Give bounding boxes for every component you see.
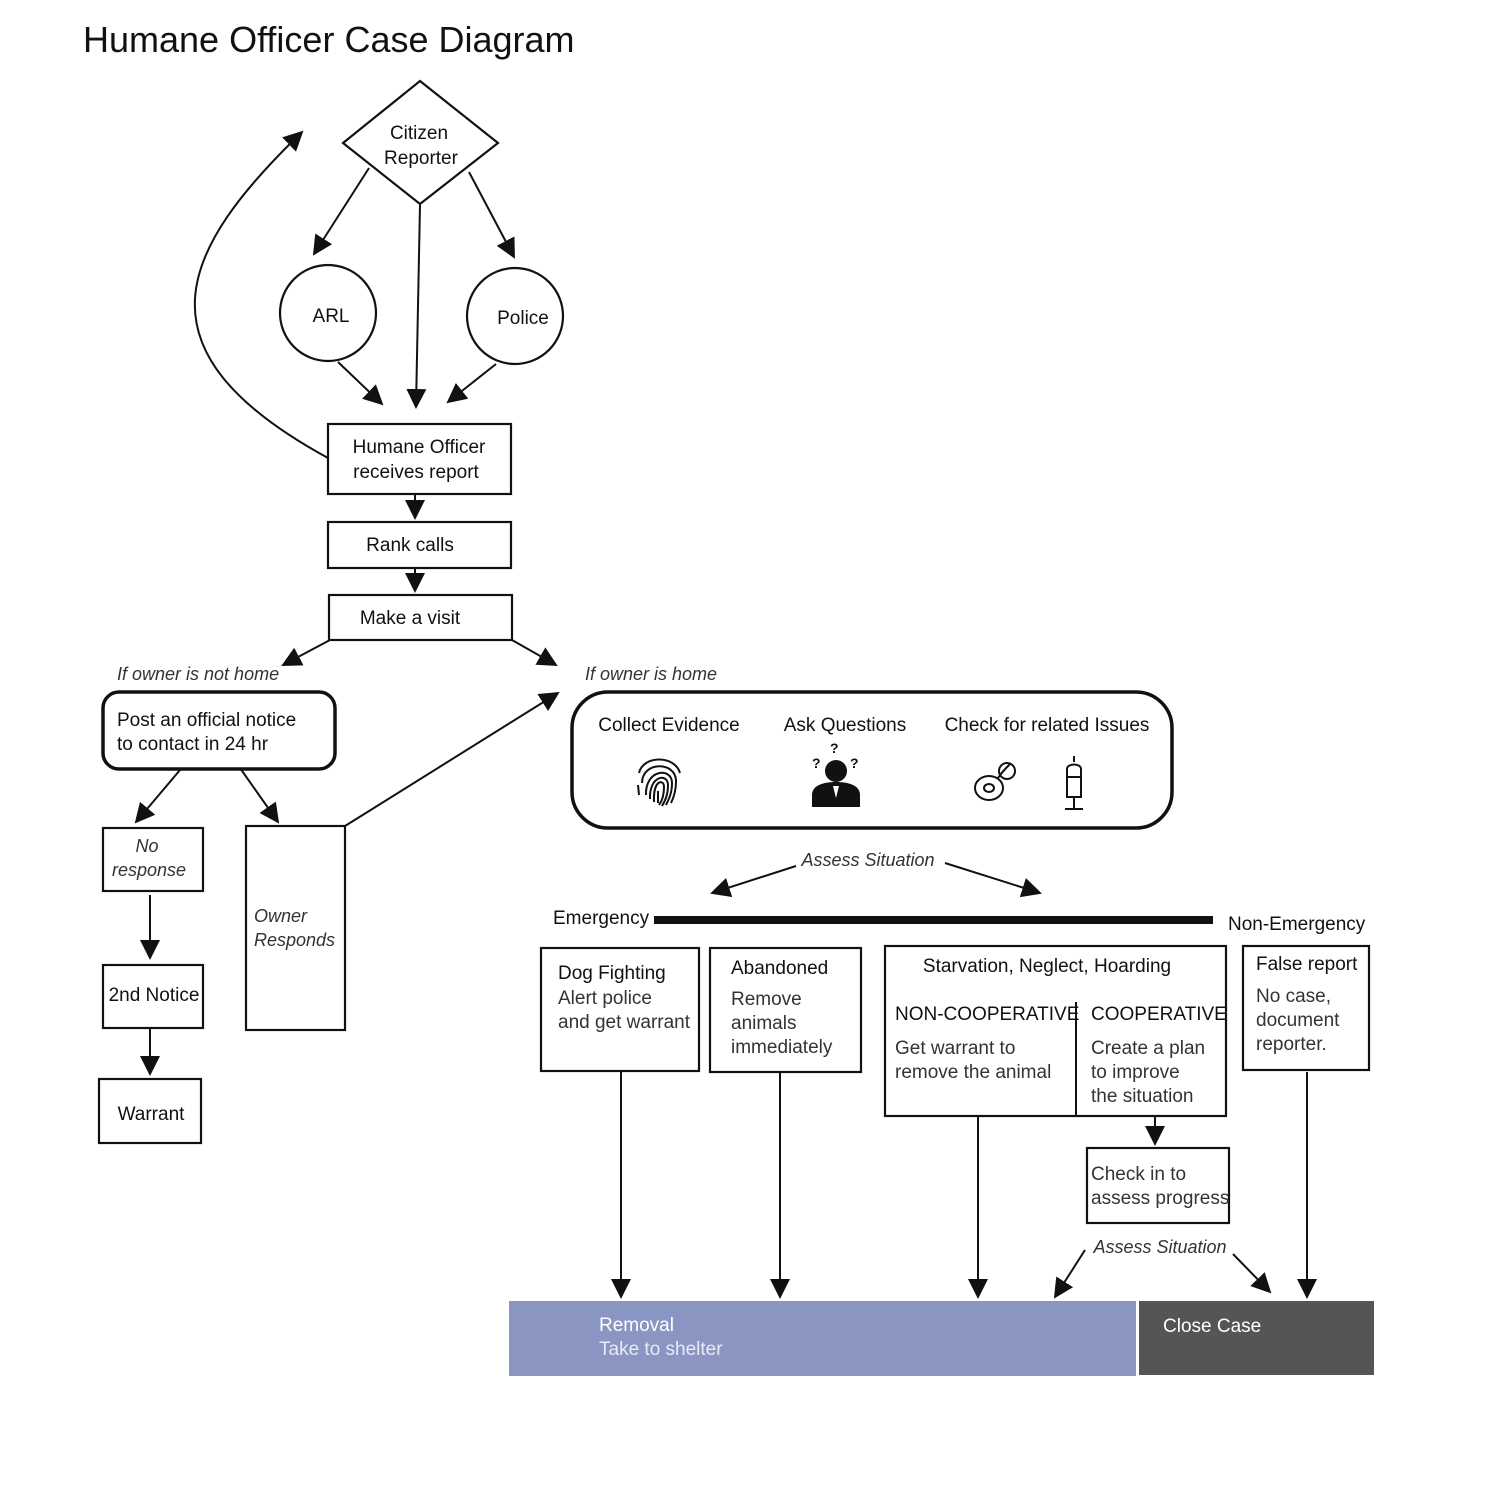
noncoop-title: NON-COOPERATIVE xyxy=(895,1004,1079,1025)
label-home: If owner is home xyxy=(585,664,717,684)
close-case-label: Close Case xyxy=(1163,1316,1261,1337)
false-report-body-3: reporter. xyxy=(1256,1034,1327,1055)
dog-fighting-body-2: and get warrant xyxy=(558,1012,691,1033)
arl-label: ARL xyxy=(313,306,350,327)
edge-notice-owner xyxy=(239,767,280,824)
abandoned-node: Abandoned Remove animals immediately xyxy=(708,946,863,1074)
edge-assess-nonemergency xyxy=(944,862,1042,898)
home-actions-panel: Collect Evidence Ask Questions Check for… xyxy=(570,690,1174,830)
fingerprint-icon xyxy=(637,758,681,807)
edge-reporter-police xyxy=(468,171,515,259)
edge-assess2-removal xyxy=(1053,1249,1086,1299)
owner-responds-line-1: Owner xyxy=(254,906,308,926)
pacifier-icon xyxy=(974,762,1016,801)
abandoned-body-3: immediately xyxy=(731,1037,833,1058)
post-notice-node: Post an official notice to contact in 24… xyxy=(101,690,337,771)
coop-body-2: to improve xyxy=(1091,1062,1180,1083)
edge-assess-emergency xyxy=(710,865,797,898)
no-response-line-1: No xyxy=(135,836,158,856)
edge-owner-home xyxy=(344,691,560,827)
warrant-label: Warrant xyxy=(118,1104,186,1125)
coop-title: COOPERATIVE xyxy=(1091,1004,1227,1025)
owner-responds-node: Owner Responds xyxy=(244,824,347,1032)
humane-officer-line-1: Humane Officer xyxy=(353,437,486,458)
police-node: Police xyxy=(465,266,565,366)
check-in-line-1: Check in to xyxy=(1091,1164,1186,1185)
edges xyxy=(134,130,1317,1299)
warrant-node: Warrant xyxy=(97,1077,203,1145)
edge-officer-loop-back xyxy=(193,130,329,459)
removal-title: Removal xyxy=(599,1315,674,1336)
edge-arl-officer xyxy=(337,361,384,406)
owner-responds-line-2: Responds xyxy=(254,930,335,950)
edge-visit-home xyxy=(511,639,558,666)
noncoop-body-2: remove the animal xyxy=(895,1062,1051,1083)
starvation-node: Starvation, Neglect, Hoarding NON-COOPER… xyxy=(883,944,1228,1118)
edge-police-officer xyxy=(446,363,497,404)
non-emergency-label: Non-Emergency xyxy=(1228,914,1366,935)
dog-fighting-title: Dog Fighting xyxy=(558,963,666,984)
emergency-scale: Emergency Non-Emergency xyxy=(553,908,1366,935)
starvation-title: Starvation, Neglect, Hoarding xyxy=(923,956,1171,977)
no-response-node: No response xyxy=(101,826,205,893)
humane-officer-node: Humane Officer receives report xyxy=(326,422,513,496)
removal-subtitle: Take to shelter xyxy=(599,1339,723,1360)
citizen-reporter-node: Citizen Reporter xyxy=(341,79,500,206)
edge-notice-noresponse xyxy=(134,769,181,824)
humane-officer-line-2: receives report xyxy=(353,462,479,483)
diagram-title: Humane Officer Case Diagram xyxy=(83,19,575,60)
ask-questions-label: Ask Questions xyxy=(784,715,907,736)
post-notice-line-2: to contact in 24 hr xyxy=(117,734,269,755)
rank-calls-label: Rank calls xyxy=(366,535,454,556)
false-report-body-1: No case, xyxy=(1256,986,1331,1007)
no-response-line-2: response xyxy=(112,860,186,880)
coop-body-1: Create a plan xyxy=(1091,1038,1205,1059)
assess-situation-label-1: Assess Situation xyxy=(800,850,934,870)
close-case-outcome: Close Case xyxy=(1139,1301,1374,1375)
edge-assess2-close xyxy=(1232,1253,1272,1294)
citizen-reporter-line-1: Citizen xyxy=(390,123,448,144)
make-visit-label: Make a visit xyxy=(360,608,461,629)
dog-fighting-body-1: Alert police xyxy=(558,988,652,1009)
emergency-label: Emergency xyxy=(553,908,650,929)
make-visit-node: Make a visit xyxy=(327,593,514,642)
svg-text:?: ? xyxy=(850,755,859,771)
noncoop-body-1: Get warrant to xyxy=(895,1038,1015,1059)
citizen-reporter-line-2: Reporter xyxy=(384,148,459,169)
dog-fighting-node: Dog Fighting Alert police and get warran… xyxy=(539,946,701,1073)
removal-outcome: Removal Take to shelter xyxy=(509,1301,1136,1376)
false-report-title: False report xyxy=(1256,954,1358,975)
check-in-line-2: assess progress xyxy=(1091,1188,1229,1209)
edge-reporter-officer xyxy=(406,204,427,409)
coop-body-3: the situation xyxy=(1091,1086,1193,1107)
svg-text:?: ? xyxy=(830,740,839,756)
false-report-body-2: document xyxy=(1256,1010,1340,1031)
syringe-icon xyxy=(1065,756,1083,810)
rank-calls-node: Rank calls xyxy=(326,520,513,570)
abandoned-body-1: Remove xyxy=(731,989,802,1010)
check-in-node: Check in to assess progress xyxy=(1085,1146,1231,1225)
svg-text:?: ? xyxy=(812,755,821,771)
edge-reporter-arl xyxy=(312,167,370,256)
abandoned-body-2: animals xyxy=(731,1013,796,1034)
collect-evidence-label: Collect Evidence xyxy=(598,715,740,736)
police-label: Police xyxy=(497,308,549,329)
abandoned-title: Abandoned xyxy=(731,958,828,979)
arl-node: ARL xyxy=(278,263,378,363)
label-not-home: If owner is not home xyxy=(117,664,279,684)
confused-person-icon: ? ? ? xyxy=(812,740,860,807)
false-report-node: False report No case, document reporter. xyxy=(1241,944,1371,1072)
second-notice-node: 2nd Notice xyxy=(101,963,205,1030)
second-notice-label: 2nd Notice xyxy=(109,985,200,1006)
check-related-label: Check for related Issues xyxy=(945,715,1150,736)
edge-visit-not-home xyxy=(281,639,331,666)
post-notice-line-1: Post an official notice xyxy=(117,710,296,731)
assess-situation-label-2: Assess Situation xyxy=(1092,1237,1226,1257)
